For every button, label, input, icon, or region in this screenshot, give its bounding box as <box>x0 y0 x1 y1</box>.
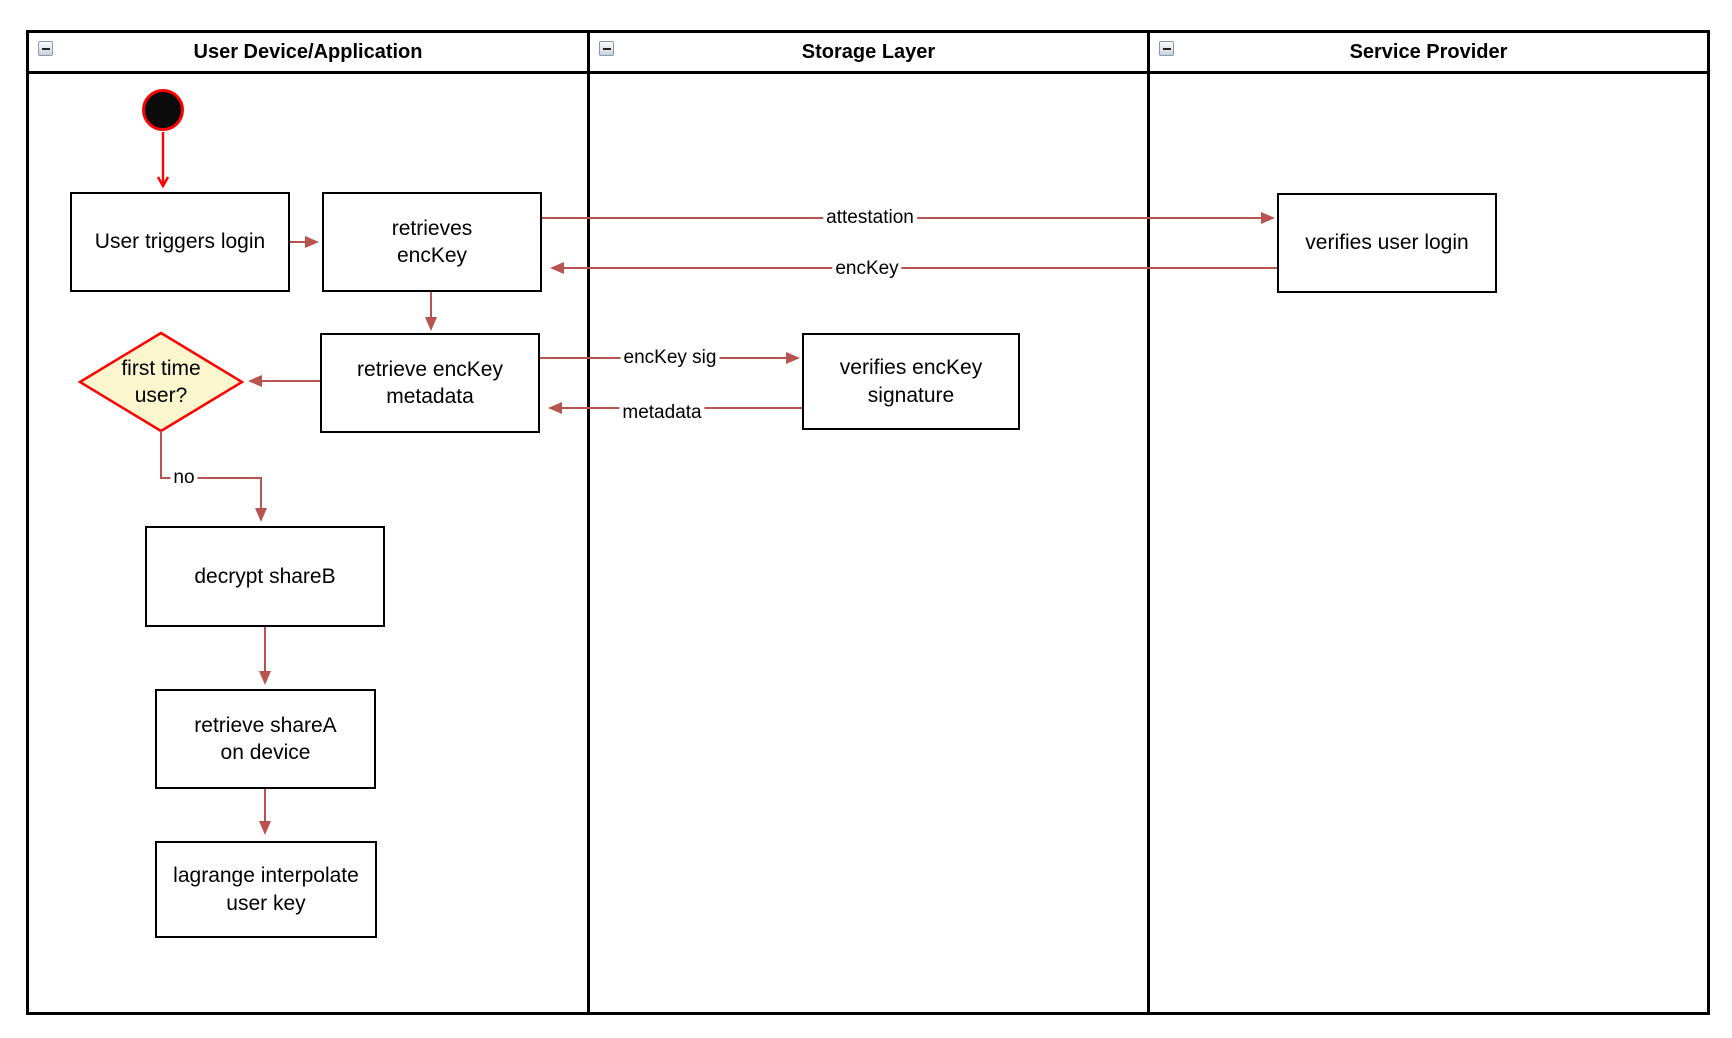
lane-title: Service Provider <box>1349 40 1508 63</box>
lane-header-storage-layer: Storage Layer <box>590 33 1147 74</box>
lane-service-provider: Service Provider <box>1150 33 1707 1012</box>
start-node[interactable] <box>142 89 184 131</box>
lane-title: User Device/Application <box>193 40 423 63</box>
node-decision-first-time-user[interactable]: first time user? <box>121 356 201 407</box>
minus-glyph <box>41 47 50 50</box>
collapse-minus-icon[interactable] <box>38 41 53 56</box>
node-retrieve-enckey-metadata[interactable]: retrieve encKey metadata <box>320 333 540 433</box>
edge-label-enckey-sig: encKey sig <box>620 347 720 369</box>
lane-user-device: User Device/Application <box>29 33 590 1012</box>
minus-glyph <box>1162 47 1171 50</box>
node-retrieve-sharea[interactable]: retrieve shareA on device <box>155 689 376 789</box>
node-verifies-enckey-signature[interactable]: verifies encKey signature <box>802 333 1020 430</box>
node-verifies-user-login[interactable]: verifies user login <box>1277 193 1497 293</box>
node-decrypt-shareb[interactable]: decrypt shareB <box>145 526 385 627</box>
node-lagrange-interpolate[interactable]: lagrange interpolate user key <box>155 841 377 938</box>
edge-label-metadata: metadata <box>619 402 705 424</box>
edge-label-enckey: encKey <box>832 258 902 280</box>
collapse-minus-icon[interactable] <box>1159 41 1174 56</box>
lane-header-service-provider: Service Provider <box>1150 33 1707 74</box>
collapse-minus-icon[interactable] <box>599 41 614 56</box>
edge-label-attestation: attestation <box>823 207 917 229</box>
node-user-triggers-login[interactable]: User triggers login <box>70 192 290 292</box>
lane-header-user-device: User Device/Application <box>29 33 587 74</box>
minus-glyph <box>602 47 611 50</box>
lane-title: Storage Layer <box>801 40 936 63</box>
node-retrieves-enckey[interactable]: retrieves encKey <box>322 192 542 292</box>
edge-label-no: no <box>170 467 198 489</box>
lane-storage-layer: Storage Layer <box>590 33 1150 1012</box>
